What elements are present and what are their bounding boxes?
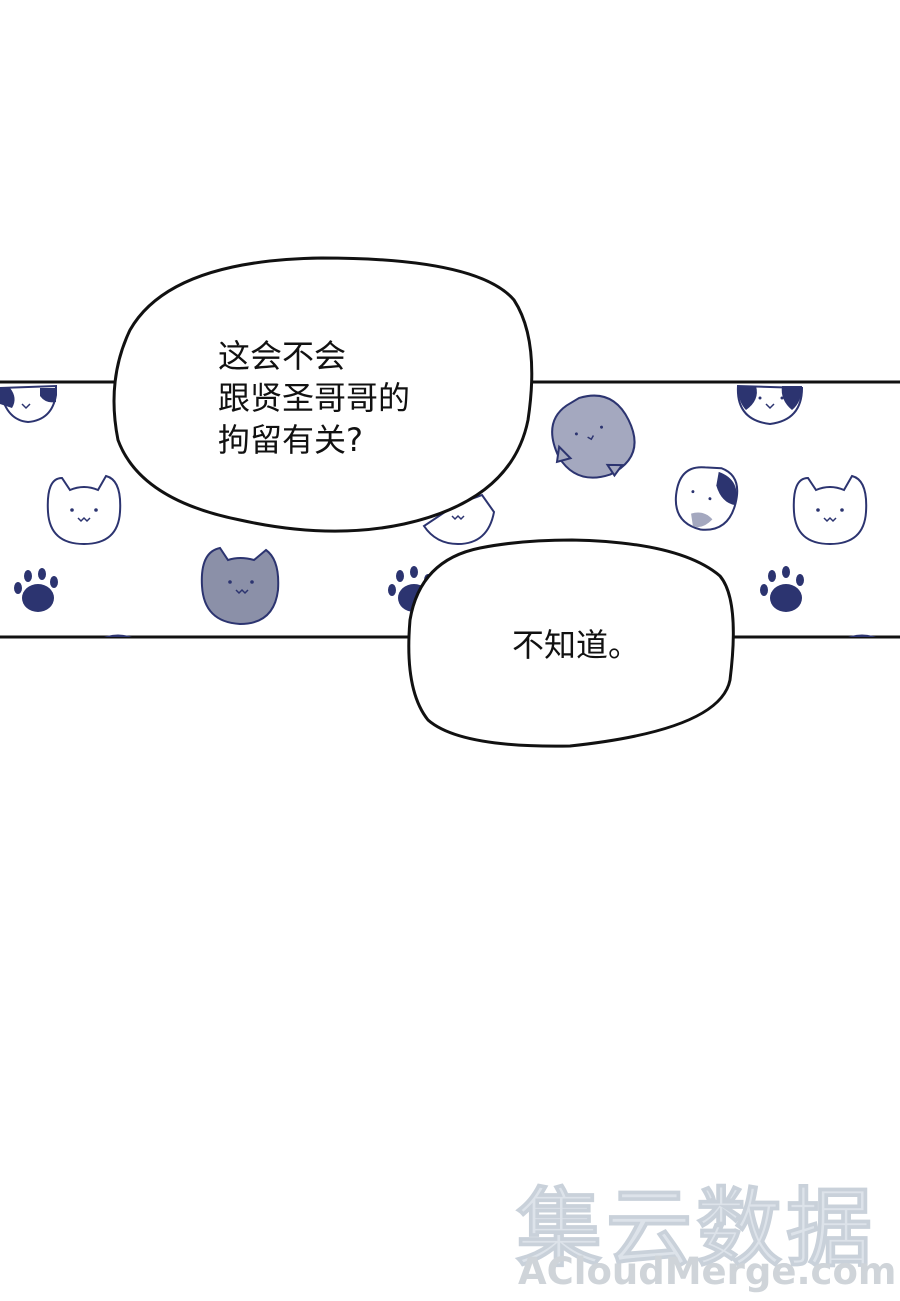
dialogue-line: 跟贤圣哥哥的 <box>218 379 411 417</box>
cat-head-gray-icon <box>551 394 636 479</box>
watermark-chinese: 集云数据 <box>516 1179 876 1280</box>
watermark-english: ACloudMerge.com <box>518 1250 897 1293</box>
speech-bubble-2-text: 不知道。 <box>512 624 640 666</box>
paw-print-icon <box>760 566 804 612</box>
cat-head-white-icon <box>46 474 122 546</box>
cat-head-dark-icon <box>736 384 804 426</box>
cat-head-gray-icon <box>200 546 280 626</box>
speech-bubble-1-text: 这会不会 跟贤圣哥哥的 拘留有关? <box>218 335 410 461</box>
paw-print-icon <box>14 568 58 612</box>
speech-bubble-2 <box>407 538 735 748</box>
dialogue-line: 不知道。 <box>512 626 641 664</box>
speech-bubble-1 <box>112 256 534 533</box>
cat-head-white-icon <box>792 474 868 546</box>
cat-head-calico-icon <box>674 466 739 531</box>
cat-pattern-strip <box>0 380 900 639</box>
dialogue-line: 拘留有关? <box>218 421 363 459</box>
cat-head-dark-icon <box>0 384 57 424</box>
dialogue-line: 这会不会 <box>218 337 347 375</box>
